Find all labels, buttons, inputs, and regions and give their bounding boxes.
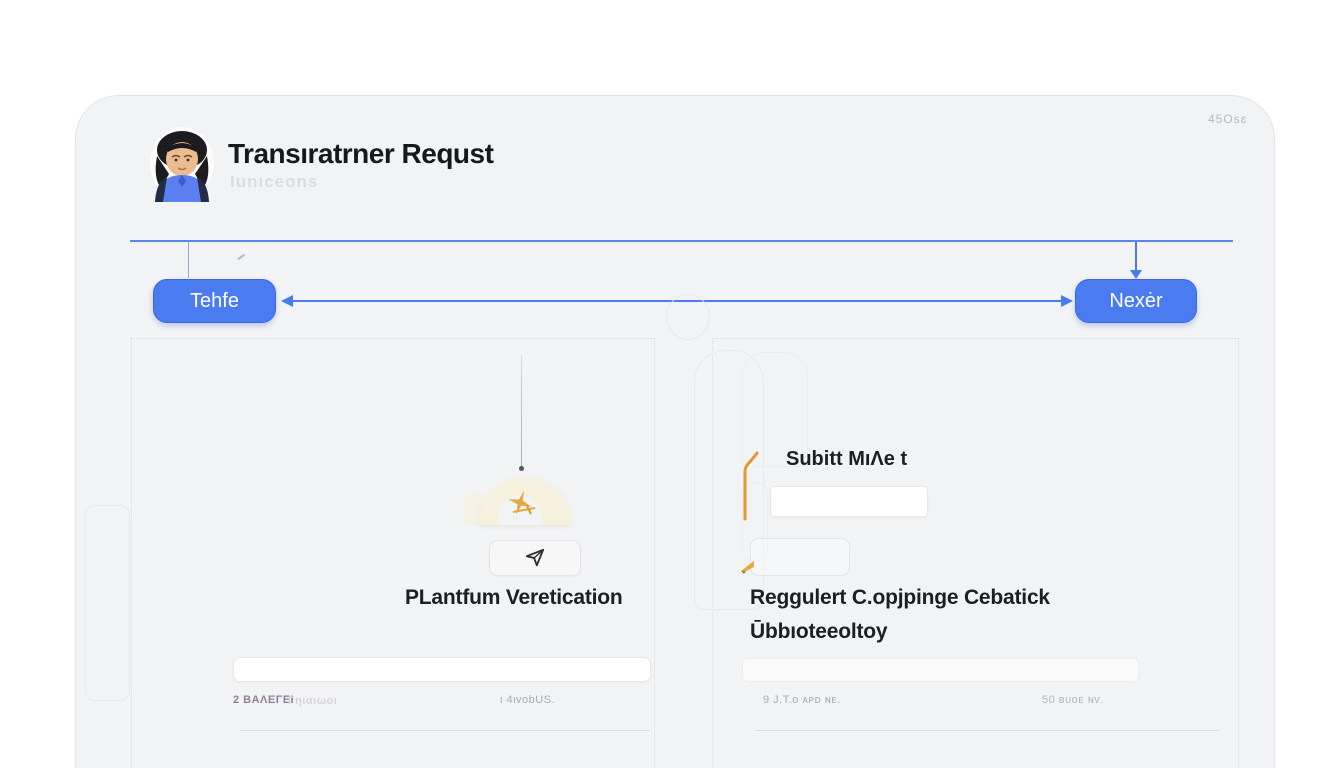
main-card xyxy=(75,95,1275,768)
back-button[interactable]: Tehfe xyxy=(153,279,276,323)
right-panel-bottom-input[interactable] xyxy=(742,658,1139,682)
left-panel-divider xyxy=(240,730,650,731)
left-footer-strong: 2 BAΛΕΓΕΙ xyxy=(233,694,295,706)
watermark-label: 45Osɛ xyxy=(1208,112,1248,126)
right-panel-divider xyxy=(755,730,1220,731)
ghost-shape-tall xyxy=(742,352,808,467)
send-button[interactable] xyxy=(489,540,581,576)
page-subtitle: Iunıceons xyxy=(230,172,319,191)
orange-one-icon xyxy=(740,450,764,522)
sparkle-icon xyxy=(505,488,539,522)
right-heading-line2: Ūbbıoteeoltoy xyxy=(750,620,888,643)
right-heading-line1: Reggulert C.opjpinge Cebatick xyxy=(750,586,1050,609)
ghost-rect-left-edge xyxy=(85,505,130,701)
right-footer-left: 9 J.T.o ᴀᴘᴅ ɴᴇ. xyxy=(763,694,841,706)
ghost-button[interactable] xyxy=(750,538,850,576)
left-panel-title: PLantfum Veretication xyxy=(405,586,623,609)
right-panel xyxy=(712,338,1239,768)
pointer-dot xyxy=(519,466,524,471)
left-connector-line xyxy=(188,242,189,278)
right-footer-right: 50 ʙᴜᴏᴇ ɴᴠ. xyxy=(1042,694,1104,706)
left-footer-faint: Γηιαιωοι xyxy=(288,695,338,707)
left-footer-right: ι 4ιvobUS. xyxy=(500,694,556,706)
next-button[interactable]: Nexėr xyxy=(1075,279,1197,323)
avatar xyxy=(149,126,215,202)
top-flow-line xyxy=(130,240,1233,242)
ghost-person-head xyxy=(666,294,710,340)
left-panel-input[interactable] xyxy=(233,657,651,682)
ghost-shape-small xyxy=(742,482,768,562)
down-arrowhead-icon xyxy=(1130,270,1142,279)
right-panel-top-input[interactable] xyxy=(770,486,928,517)
right-step-label: Subitt MıΛe t xyxy=(786,448,908,470)
left-panel xyxy=(131,338,655,768)
pointer-drop-line xyxy=(521,355,522,467)
person-avatar-icon xyxy=(150,127,214,202)
flag-icon xyxy=(739,558,757,576)
left-arrowhead-icon xyxy=(281,295,293,307)
page-title: Transıratrner Requst xyxy=(228,138,494,169)
ghost-person-body xyxy=(694,350,764,610)
right-connector-line xyxy=(1135,242,1137,271)
right-arrowhead-icon xyxy=(1061,295,1073,307)
paper-plane-icon xyxy=(525,548,545,567)
